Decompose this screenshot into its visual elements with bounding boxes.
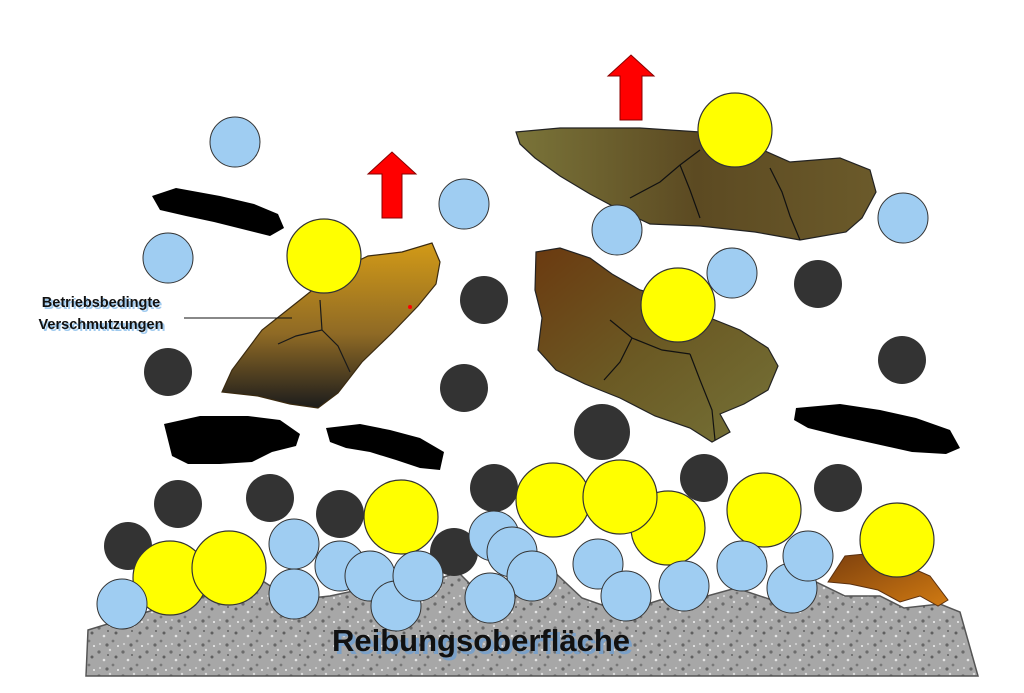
- black-flake: [326, 424, 444, 470]
- contamination-flake-top: [515, 127, 877, 241]
- yellow-particle: [582, 459, 658, 535]
- light-blue-particle: [142, 232, 194, 284]
- light-blue-particle: [268, 518, 320, 570]
- yellow-particle: [363, 479, 439, 555]
- black-flake: [794, 404, 960, 454]
- dark-particle: [794, 260, 842, 308]
- red-dot: [408, 305, 412, 309]
- contamination-flake-left: [221, 242, 441, 409]
- light-blue-particle: [464, 572, 516, 624]
- yellow-particle: [726, 472, 802, 548]
- yellow-particle: [859, 502, 935, 578]
- light-blue-particle: [658, 560, 710, 612]
- light-blue-particle: [268, 568, 320, 620]
- light-blue-particle: [591, 204, 643, 256]
- light-blue-particle: [438, 178, 490, 230]
- dark-particle: [680, 454, 728, 502]
- light-blue-particle: [782, 530, 834, 582]
- surface-label-shadow: Reibungsoberfläche: [335, 626, 633, 661]
- dark-particle: [814, 464, 862, 512]
- contamination-flake-middle: [534, 247, 779, 443]
- dark-particle: [440, 364, 488, 412]
- dark-particle: [316, 490, 364, 538]
- light-blue-particle: [877, 192, 929, 244]
- dark-particle: [144, 348, 192, 396]
- light-blue-particle: [209, 116, 261, 168]
- dark-particle: [470, 464, 518, 512]
- upward-arrow: [366, 151, 418, 219]
- contamination-label-line2: Verschmutzungen: [39, 317, 164, 333]
- dark-particle: [878, 336, 926, 384]
- black-flake: [152, 188, 284, 236]
- light-blue-particle: [96, 578, 148, 630]
- light-blue-particle: [706, 247, 758, 299]
- contamination-label-shadow-2: Verschmutzungen: [41, 319, 166, 335]
- yellow-particle: [640, 267, 716, 343]
- surface-label: Reibungsoberfläche: [332, 623, 630, 658]
- yellow-particle: [286, 218, 362, 294]
- dark-particle: [460, 276, 508, 324]
- light-blue-particle: [392, 550, 444, 602]
- contamination-label-shadow-1: Betriebsbedingte: [44, 297, 162, 313]
- dark-particle: [246, 474, 294, 522]
- yellow-particle: [515, 462, 591, 538]
- light-blue-particle: [506, 550, 558, 602]
- yellow-particle: [697, 92, 773, 168]
- yellow-particle: [191, 530, 267, 606]
- flake-crack: [277, 299, 351, 373]
- dark-particle: [154, 480, 202, 528]
- black-flake: [164, 416, 300, 464]
- dark-particle: [574, 404, 630, 460]
- flake-crack: [603, 319, 716, 441]
- dark-particle: [430, 528, 478, 576]
- contamination-label-line1: Betriebsbedingte: [42, 295, 160, 311]
- upward-arrow: [606, 54, 656, 121]
- light-blue-particle: [716, 540, 768, 592]
- flake-crack: [629, 149, 801, 241]
- light-blue-particle: [600, 570, 652, 622]
